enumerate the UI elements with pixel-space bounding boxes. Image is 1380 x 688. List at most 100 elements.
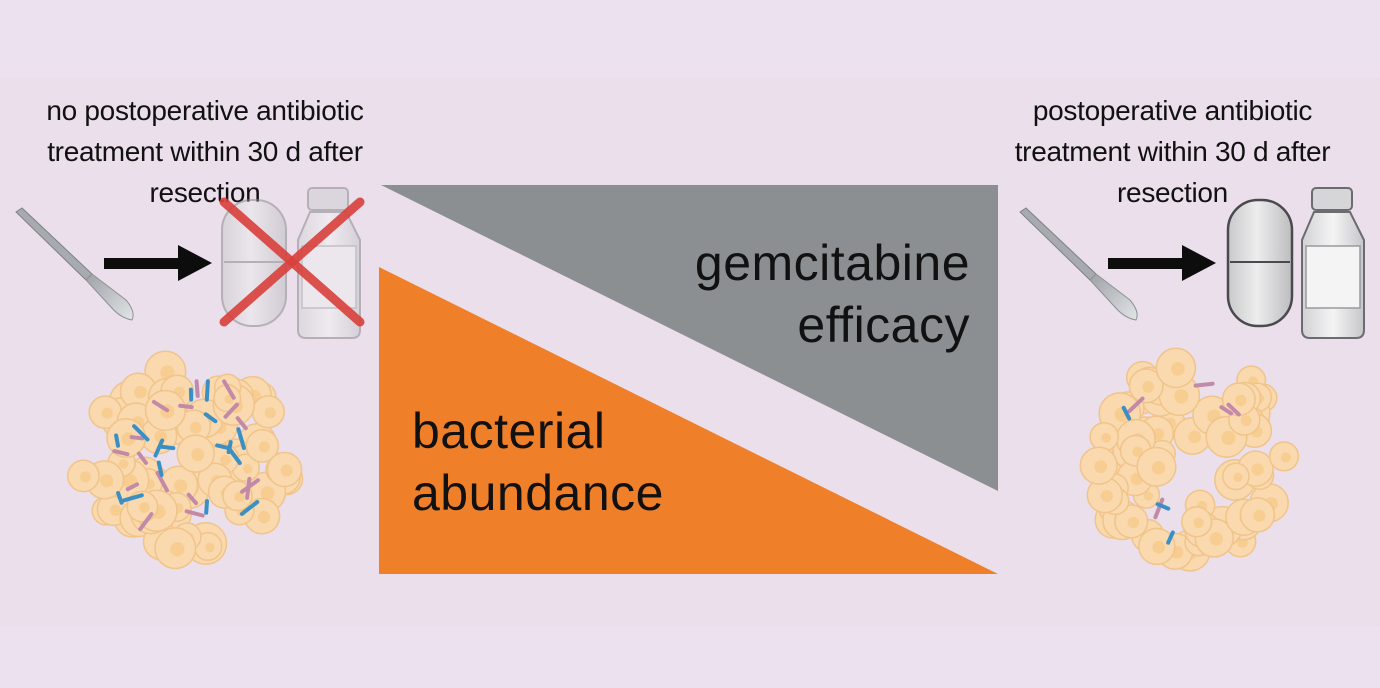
- left-caption-line-2: treatment within 30 d after: [47, 136, 363, 167]
- bacterium-pink: [125, 482, 140, 492]
- bacterium-blue: [156, 460, 164, 477]
- arrow-right-icon: [104, 245, 212, 281]
- bacterium-pink: [1127, 396, 1145, 414]
- bacterium-blue: [204, 379, 210, 402]
- cell-nucleus: [1221, 430, 1236, 445]
- cell-nucleus: [243, 464, 253, 474]
- cell-nucleus: [100, 474, 114, 488]
- capsule-pill-icon: [221, 199, 287, 327]
- bacterium-blue: [1121, 405, 1132, 421]
- bacterium-pink: [245, 476, 252, 500]
- cell-nucleus: [220, 454, 231, 466]
- cell-nucleus: [1132, 446, 1144, 458]
- cell-nucleus: [1253, 509, 1266, 522]
- bacterium-pink: [186, 492, 198, 506]
- cell-nucleus: [1171, 362, 1185, 376]
- bacterium-blue: [1166, 530, 1175, 545]
- bacterium-pink: [151, 399, 170, 413]
- bacterium-blue: [116, 491, 124, 505]
- cell-nucleus: [1151, 461, 1166, 475]
- bacterium-pink: [1193, 381, 1215, 388]
- bacterium-pink: [136, 451, 148, 465]
- bacterium-blue: [153, 438, 165, 458]
- bacterium-blue: [236, 427, 246, 450]
- bacterium-blue: [132, 424, 150, 442]
- cell-nucleus: [1127, 516, 1140, 529]
- bacterium-pink: [235, 416, 248, 431]
- cell-nucleus: [79, 471, 91, 483]
- bacterium-blue: [114, 433, 120, 448]
- bacterium-pink: [129, 435, 145, 441]
- bacterium-blue: [239, 500, 260, 516]
- bacterial-label-line-2: abundance: [412, 465, 664, 521]
- gemcitabine-label-line-2: efficacy: [797, 297, 970, 353]
- cell-nucleus: [1152, 541, 1166, 554]
- tumor-tissue-icon: [1079, 347, 1300, 572]
- cell-nucleus: [1143, 491, 1153, 501]
- bacterium-pink: [1219, 405, 1234, 416]
- right-caption-line-3: resection: [1117, 177, 1228, 208]
- tumor-tissue-icon: [66, 350, 304, 570]
- cell-nucleus: [1193, 517, 1204, 528]
- bacterium-pink: [194, 379, 200, 398]
- bacterium-pink: [184, 509, 205, 518]
- scalpel-icon: [1019, 207, 1138, 321]
- cell-nucleus: [257, 510, 271, 524]
- cell-nucleus: [1188, 430, 1201, 444]
- bacterium-blue: [204, 499, 209, 515]
- bacterial-abundance-label: bacterial abundance: [412, 400, 742, 524]
- cell-nucleus: [1251, 463, 1264, 476]
- bacterium-pink: [155, 470, 169, 493]
- left-caption: no postoperative antibiotic treatment wi…: [0, 90, 410, 213]
- bacterium-blue: [1155, 502, 1171, 511]
- cell-nucleus: [1281, 452, 1291, 463]
- cell-nucleus: [174, 479, 188, 493]
- cell-nucleus: [1174, 389, 1189, 404]
- cell-nucleus: [1094, 460, 1108, 473]
- gemcitabine-label-line-1: gemcitabine: [694, 235, 970, 291]
- cell-nucleus: [170, 542, 185, 557]
- medicine-vial-icon: [1301, 187, 1365, 339]
- cell-nucleus: [205, 542, 215, 553]
- bacterium-blue: [215, 443, 232, 451]
- bacterial-label-line-1: bacterial: [412, 403, 606, 459]
- bacterium-pink: [112, 449, 130, 457]
- cell-nucleus: [234, 491, 245, 502]
- cell-nucleus: [258, 441, 270, 453]
- right-caption-line-2: treatment within 30 d after: [1014, 136, 1331, 167]
- left-caption-line-1: no postoperative antibiotic: [46, 95, 364, 126]
- cell-nucleus: [118, 459, 129, 469]
- cell-nucleus: [1235, 394, 1247, 407]
- right-caption: postoperative antibiotic treatment withi…: [965, 90, 1380, 213]
- cell-nucleus: [1100, 490, 1113, 503]
- cell-nucleus: [1233, 472, 1243, 482]
- bacterium-pink: [1153, 497, 1165, 520]
- bacterium-pink: [138, 512, 154, 532]
- cell-nucleus: [191, 448, 205, 462]
- capsule-pill-icon: [1226, 198, 1294, 328]
- arrow-right-icon: [1108, 245, 1216, 281]
- cell-nucleus: [1142, 380, 1155, 393]
- bacterium-blue: [203, 412, 218, 424]
- bacterium-pink: [178, 403, 194, 410]
- cell-nucleus: [1209, 532, 1223, 546]
- bacterium-pink: [223, 402, 239, 419]
- cell-nucleus: [134, 385, 147, 399]
- cell-nucleus: [260, 486, 275, 501]
- cell-nucleus: [280, 464, 293, 477]
- cell-nucleus: [189, 421, 202, 434]
- cell-nucleus: [264, 407, 276, 419]
- cell-nucleus: [1240, 415, 1252, 426]
- right-caption-line-1: postoperative antibiotic: [1032, 95, 1313, 126]
- cell-nucleus: [109, 504, 122, 516]
- bacterium-blue: [158, 444, 176, 451]
- bacterium-pink: [222, 379, 236, 400]
- cell-nucleus: [1101, 432, 1112, 443]
- scalpel-icon: [15, 207, 134, 321]
- bacterium-blue: [122, 493, 144, 503]
- gemcitabine-efficacy-label: gemcitabine efficacy: [640, 232, 970, 356]
- bacterium-pink: [1226, 402, 1241, 417]
- cross-out-icon: [219, 197, 365, 327]
- cell-nucleus: [139, 502, 150, 513]
